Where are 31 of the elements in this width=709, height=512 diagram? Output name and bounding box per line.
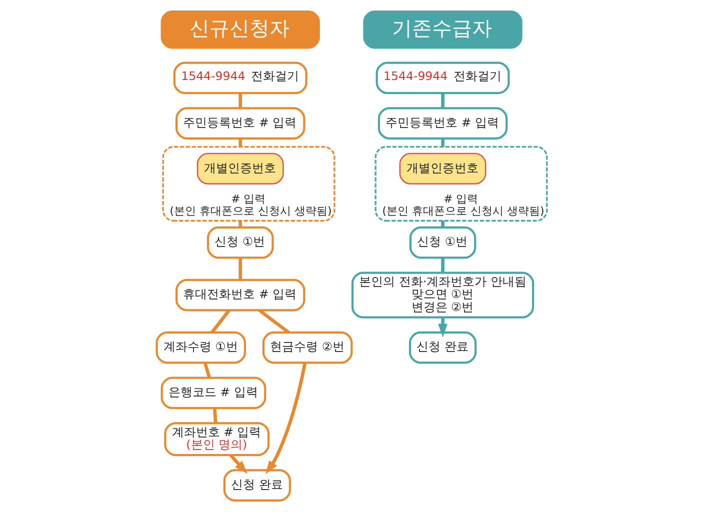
node-box: 개별인증번호 (196, 152, 284, 184)
node-box: 1544-9944 전화걸기 (375, 62, 510, 94)
node-box: 은행코드 # 입력 (160, 376, 266, 410)
node-box: 본인의 전화·계좌번호가 안내됨 맞으면 ①번 변경은 ②번 (350, 272, 534, 318)
arrow (265, 362, 306, 474)
node-box: 신청 ①번 (408, 226, 476, 259)
connector (238, 93, 242, 108)
connector (440, 138, 444, 147)
node-box: 신규신청자 (160, 10, 320, 49)
node-box: 1544-9944 전화걸기 (172, 62, 307, 94)
node-box: 신청 ①번 (206, 226, 274, 259)
node-box: 현금수령 ②번 (262, 331, 352, 364)
node-box: 주민등록번호 # 입력 (174, 107, 305, 140)
connector (238, 220, 242, 228)
node-box: 신청 완료 (408, 331, 476, 364)
node-box: 기존수급자 (362, 10, 522, 49)
node-box: 계좌번호 # 입력 (본인 명의) (164, 422, 270, 456)
node-box: 개별인증번호 (398, 152, 486, 184)
connector (440, 258, 444, 273)
connector (440, 93, 444, 108)
node-box: 계좌수령 ①번 (155, 331, 246, 364)
connector (238, 258, 242, 280)
node-box: 휴대전화번호 # 입력 (174, 278, 305, 312)
connector (440, 220, 444, 228)
connector (238, 138, 242, 147)
node-box: 주민등록번호 # 입력 (377, 107, 508, 140)
node-box: 신청 완료 (222, 469, 290, 502)
connector (212, 408, 217, 424)
arrow (228, 454, 248, 474)
connector (210, 309, 230, 334)
connector (202, 362, 210, 378)
